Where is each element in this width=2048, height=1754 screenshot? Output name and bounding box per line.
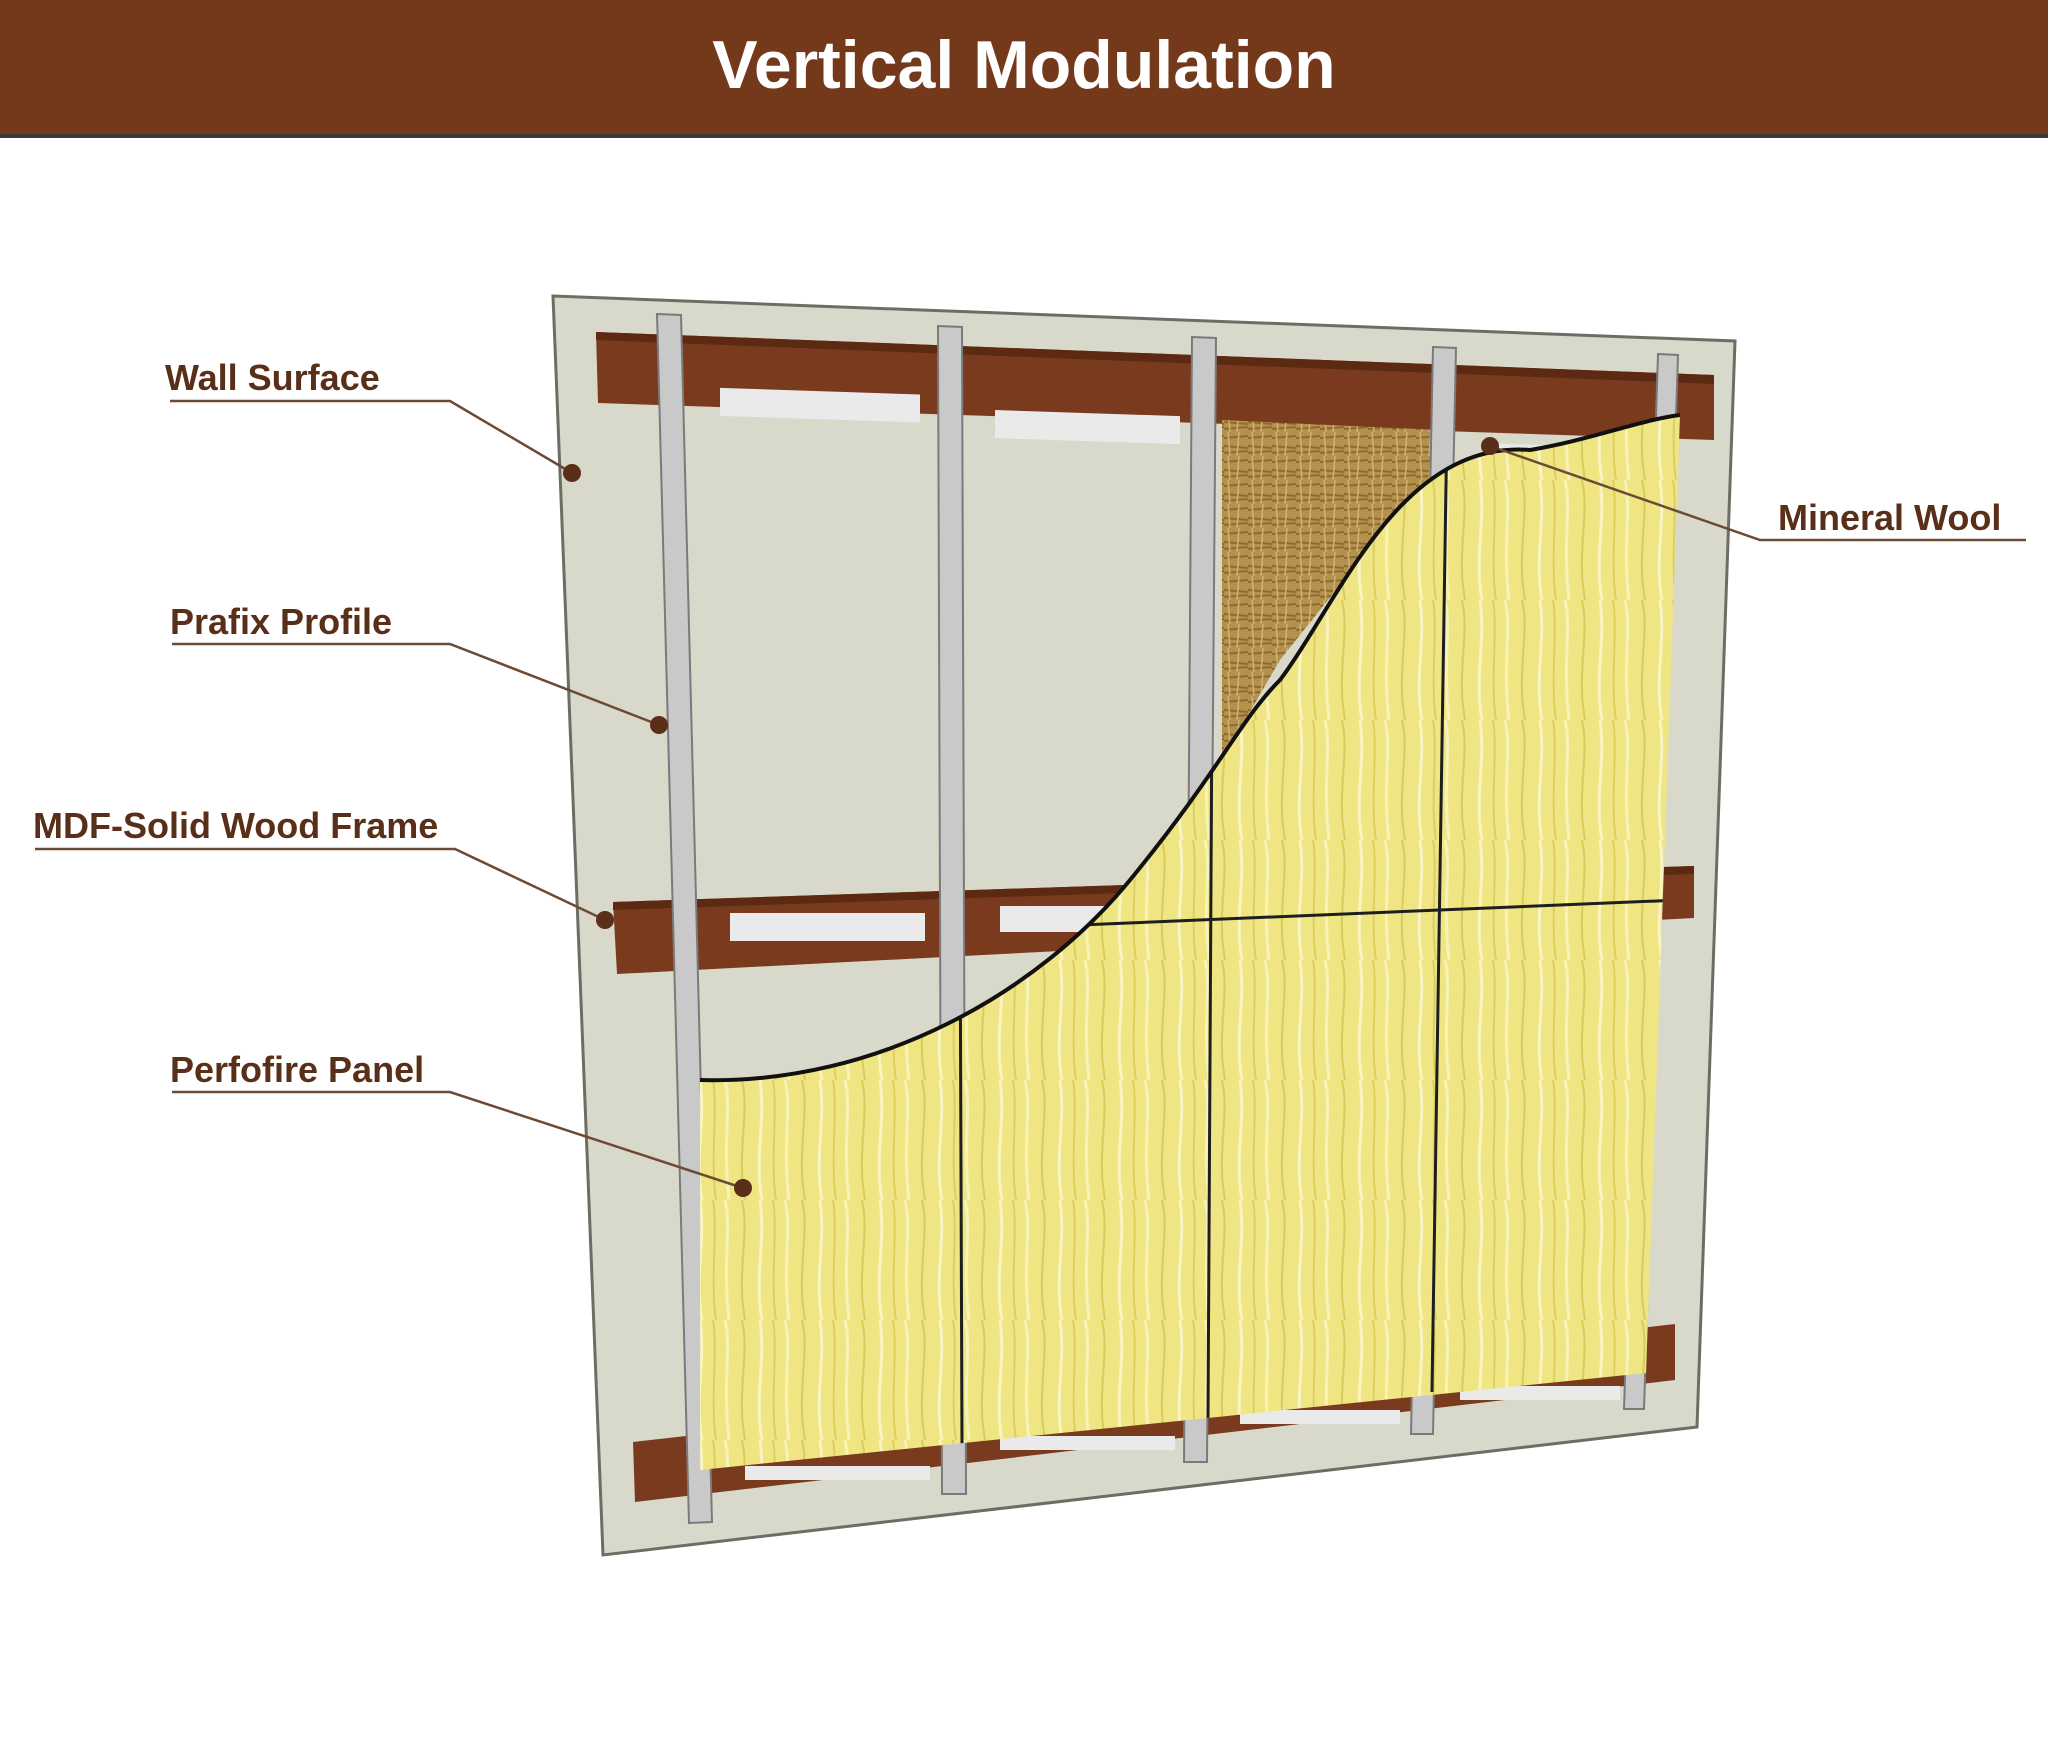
callout-prafix-profile: Prafix Profile — [170, 601, 668, 734]
header-banner: Vertical Modulation — [0, 0, 2048, 138]
callout-label-perfofire-panel: Perfofire Panel — [170, 1049, 424, 1090]
callout-wall-surface: Wall Surface — [165, 357, 581, 482]
page-title: Vertical Modulation — [712, 27, 1336, 103]
callout-label-mineral-wool: Mineral Wool — [1778, 497, 2001, 538]
callout-label-prafix-profile: Prafix Profile — [170, 601, 392, 642]
callout-mdf-frame: MDF-Solid Wood Frame — [33, 805, 614, 929]
callout-label-wall-surface: Wall Surface — [165, 357, 380, 398]
callout-label-mdf-frame: MDF-Solid Wood Frame — [33, 805, 438, 846]
mineral-wool — [1222, 420, 1440, 760]
callout-perfofire-panel: Perfofire Panel — [170, 1049, 752, 1197]
callout-mineral-wool: Mineral Wool — [1481, 437, 2026, 542]
perfofire-panels — [699, 413, 1681, 1470]
